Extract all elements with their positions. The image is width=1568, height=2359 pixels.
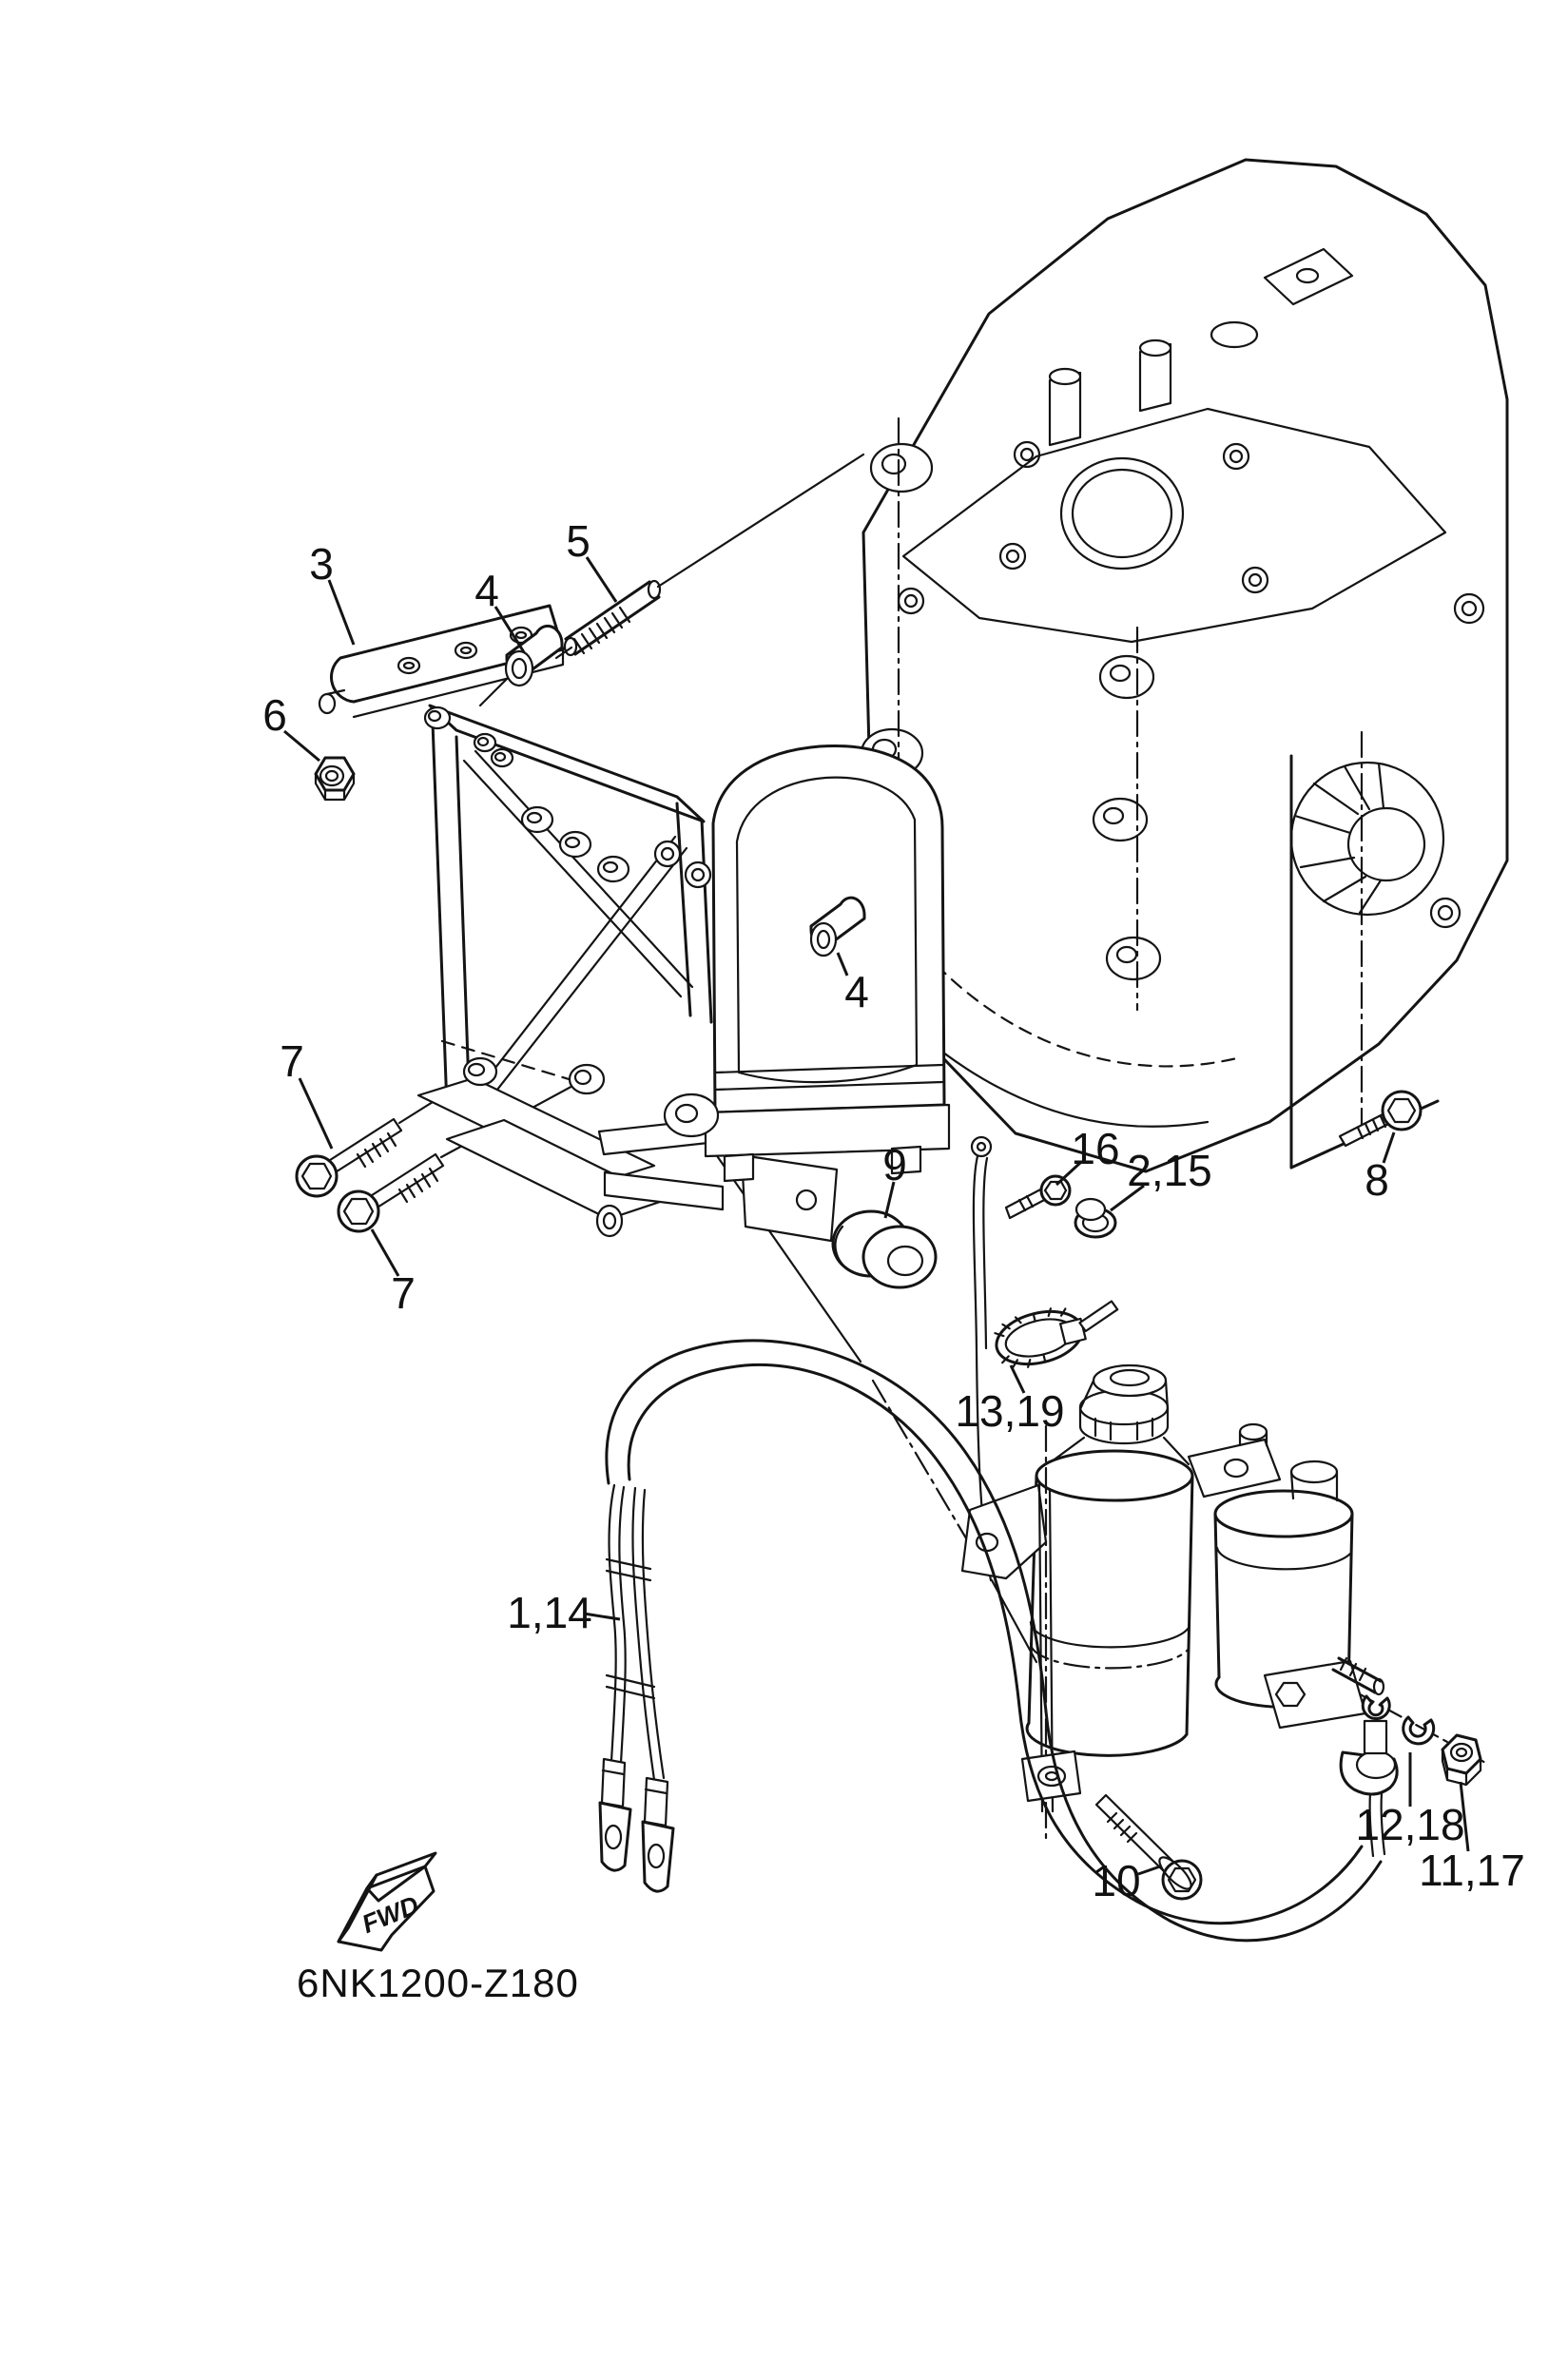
cable-eyelet [1361, 1694, 1391, 1721]
fasteners-left [295, 579, 866, 1233]
hex-nut-11-17 [1441, 1733, 1482, 1787]
nut-6 [314, 756, 356, 802]
collar-4b [809, 896, 866, 957]
callout-leader-16 [1055, 1161, 1082, 1187]
part-callout-16: 16 [1071, 1124, 1119, 1173]
block-inner-lugs [1092, 626, 1162, 1012]
callout-leader-2_15 [1110, 1184, 1145, 1212]
grommet-9 [831, 1209, 938, 1289]
callout-leader-1_14 [583, 1612, 621, 1621]
engine-block [860, 158, 1509, 1173]
part-callout-11_17: 11,17 [1419, 1846, 1525, 1895]
spring-washer-12-18 [1402, 1715, 1436, 1746]
plug-2-15 [1074, 1197, 1117, 1239]
callout-leader-11_17 [1459, 1781, 1470, 1852]
top-bracket [318, 604, 565, 719]
bracket-top-rail [428, 704, 706, 823]
part-callout-5: 5 [566, 516, 590, 566]
callout-leader-13_19 [1009, 1364, 1026, 1394]
collar-4a [504, 624, 564, 687]
part-callout-2_15: 2,15 [1127, 1146, 1212, 1195]
part-callout-4a: 4 [474, 566, 499, 615]
callout-leader-7a [298, 1077, 334, 1150]
part-callout-3: 3 [309, 539, 334, 589]
block-studs [1048, 247, 1354, 447]
stud-bolt-5 [563, 579, 662, 657]
part-callout-4b: 4 [844, 967, 869, 1016]
bolt-10 [1094, 1793, 1203, 1901]
callout-leader-9 [883, 1181, 896, 1219]
bolt-7b [337, 1152, 445, 1233]
drawing-code: 6NK1200-Z180 [297, 1961, 579, 2005]
callout-leader-10 [1137, 1865, 1161, 1876]
bolt-16-with-lead [970, 1135, 1072, 1582]
part-callout-6: 6 [262, 690, 287, 740]
callout-leader-3 [327, 579, 356, 646]
part-callout-10: 10 [1092, 1856, 1140, 1905]
fwd-arrow: FWD [337, 1851, 437, 1952]
part-callout-12_18: 12,18 [1355, 1800, 1464, 1849]
part-callout-8: 8 [1365, 1155, 1389, 1205]
starter-motor [960, 1363, 1385, 1901]
part-callout-1_14: 1,14 [507, 1588, 592, 1637]
callout-leader-7b [370, 1228, 400, 1277]
callout-leader-4a [494, 606, 526, 653]
bolt-7a [295, 1117, 403, 1198]
part-callout-9: 9 [882, 1140, 907, 1189]
starter-mount-drum [1289, 761, 1445, 917]
bolt-8 [1338, 1090, 1423, 1148]
callout-leader-4b [836, 952, 849, 976]
callout-leader-6 [283, 729, 320, 763]
part-callout-13_19: 13,19 [955, 1386, 1064, 1436]
callout-leader-8 [1382, 1131, 1396, 1164]
hose-clamp-13-19 [994, 1300, 1119, 1368]
callout-leader-5 [585, 556, 618, 603]
part-callout-7a: 7 [280, 1036, 304, 1086]
battery-cable [598, 1339, 1399, 1943]
part-callout-7b: 7 [391, 1268, 416, 1318]
